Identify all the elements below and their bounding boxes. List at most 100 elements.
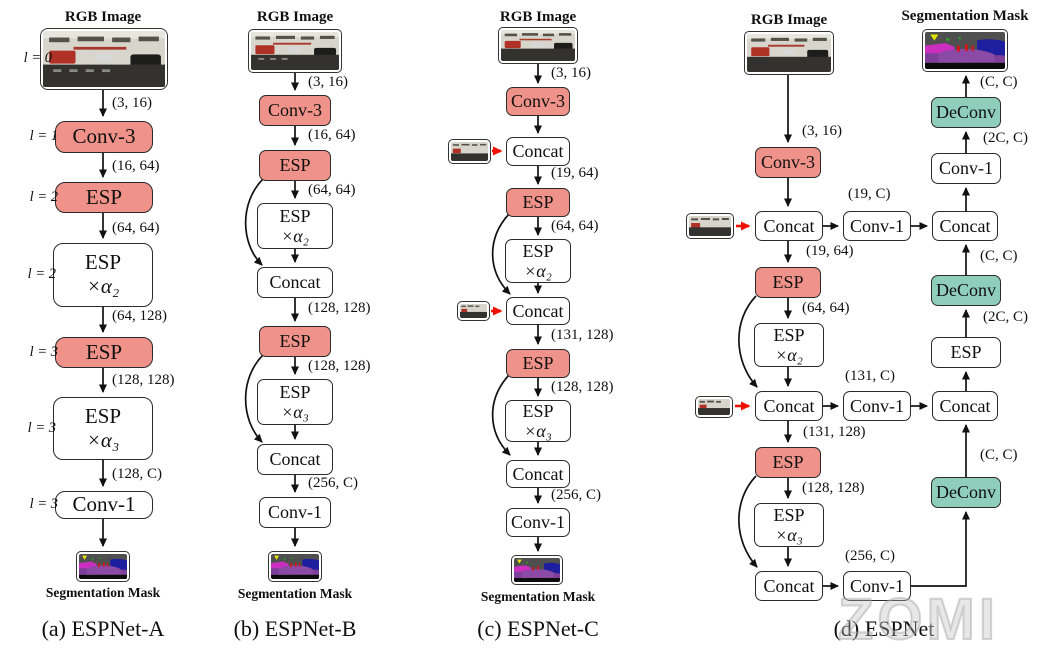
col-a-edge-1: (16, 64) [112, 158, 160, 174]
col-b-conv3-block: Conv-3 [259, 95, 331, 126]
col-d-edge-right-0: (C, C) [980, 74, 1018, 90]
col-c-downsample-image-1 [448, 139, 491, 164]
col-d-edge-left-1: (19, 64) [806, 243, 854, 259]
col-c-esp-block-2: ESP [506, 349, 570, 378]
col-a-edge-2: (64, 64) [112, 220, 160, 236]
col-a-esp-x3-block: ESP ×α₃ [53, 397, 153, 460]
rgb-street-thumbnail [460, 304, 487, 318]
col-c-header: RGB Image [499, 9, 577, 25]
alpha3-label: ×α₃ [281, 402, 309, 422]
col-a-edge-5: (128, C) [112, 466, 162, 482]
col-d-header: RGB Image [750, 12, 828, 28]
esp-label: ESP [773, 504, 805, 525]
col-d-esp-block-2: ESP [755, 447, 821, 478]
col-c-downsample-image-2 [457, 301, 490, 321]
rgb-street-thumbnail [501, 30, 575, 61]
alpha2-label: ×α₂ [775, 345, 803, 365]
col-c-edge-4: (128, 128) [551, 379, 614, 395]
col-d-deconv-block-1: DeConv [931, 97, 1001, 128]
col-b-concat-block-2: Concat [257, 444, 333, 475]
col-a-esp-x2-block: ESP ×α₂ [53, 243, 153, 307]
col-d-header-right: Segmentation Mask [901, 8, 1029, 24]
col-d-edge-mid-2: (256, C) [845, 548, 895, 564]
alpha2-label: ×α₂ [86, 274, 120, 298]
col-b-esp-x2-block: ESP ×α₂ [257, 203, 333, 249]
col-d-edge-right-4: (C, C) [980, 447, 1018, 463]
col-d-edge-left-2: (64, 64) [802, 300, 850, 316]
rgb-street-thumbnail [451, 142, 488, 161]
col-b-concat-block-1: Concat [257, 267, 333, 298]
col-d-conv1-row1-block: Conv-1 [843, 211, 911, 241]
col-c-edge-1: (19, 64) [551, 165, 599, 181]
alpha3-label: ×α₃ [524, 421, 552, 441]
col-d-deconv-block-2: DeConv [931, 275, 1001, 306]
col-a-level-2: l = 2 [29, 189, 58, 205]
col-d-deconv-block-3: DeConv [931, 477, 1001, 508]
rgb-street-thumbnail [689, 216, 731, 236]
col-d-edge-right-2: (C, C) [980, 248, 1018, 264]
rgb-street-thumbnail [251, 32, 339, 70]
col-d-concat-block-2: Concat [755, 391, 823, 421]
col-b-esp-x3-block: ESP ×α₃ [257, 379, 333, 425]
col-d-esp-x2-block: ESP ×α₂ [754, 323, 824, 367]
col-c-esp-x2-block: ESP ×α₂ [505, 239, 571, 283]
col-a-esp-block-1: ESP [55, 182, 153, 213]
esp-label: ESP [84, 250, 122, 275]
col-b-seg-mask-image [268, 551, 322, 582]
rgb-street-thumbnail [43, 31, 165, 87]
col-b-arrows [244, 73, 299, 547]
col-a-seg-mask-image [76, 551, 130, 582]
rgb-street-thumbnail [747, 34, 831, 72]
col-d-esp-x3-block: ESP ×α₃ [754, 503, 824, 547]
alpha2-label: ×α₂ [524, 261, 552, 281]
col-c-conv3-block: Conv-3 [506, 87, 570, 116]
alpha3-label: ×α₃ [775, 525, 803, 545]
esp-label: ESP [279, 205, 311, 226]
col-d-caption: (d) ESPNet [833, 616, 935, 641]
col-b-footer: Segmentation Mask [237, 586, 353, 601]
col-c-conv1-block: Conv-1 [506, 508, 570, 537]
col-a-rgb-image [40, 28, 168, 90]
watermark: ZOMI酱 [837, 586, 999, 653]
col-d-edge-right-3: (2C, C) [983, 309, 1028, 325]
col-b-header: RGB Image [256, 9, 334, 25]
col-c-edge-5: (256, C) [551, 487, 601, 503]
esp-label: ESP [279, 381, 311, 402]
col-a-footer: Segmentation Mask [45, 585, 161, 600]
col-c-concat-block-2: Concat [506, 297, 570, 325]
col-c-edge-3: (131, 128) [551, 327, 614, 343]
col-d-edge-mid-0: (19, C) [848, 186, 891, 202]
col-c-concat-block-3: Concat [506, 460, 570, 488]
col-c-esp-block-1: ESP [506, 188, 570, 217]
col-b-edge-4: (128, 128) [308, 358, 371, 374]
col-d-conv3-block: Conv-3 [755, 147, 821, 178]
col-d-edge-left-4: (128, 128) [802, 480, 865, 496]
col-b-conv1-block: Conv-1 [259, 497, 331, 528]
col-a-edge-4: (128, 128) [112, 372, 175, 388]
col-d-conv1-row2-block: Conv-1 [843, 391, 911, 421]
esp-label: ESP [773, 324, 805, 345]
col-c-edge-0: (3, 16) [551, 65, 591, 81]
col-d-edge-left-3: (131, 128) [803, 424, 866, 440]
col-b-edge-1: (16, 64) [308, 127, 356, 143]
col-d-concat-right-1-block: Concat [932, 211, 998, 241]
col-c-caption: (c) ESPNet-C [477, 616, 599, 641]
col-d-rgb-image [744, 31, 834, 75]
col-c-seg-mask-image [511, 555, 563, 585]
col-a-level-0: l = 0 [23, 50, 52, 66]
col-d-esp-block-1: ESP [755, 267, 821, 298]
col-d-esp-right-block: ESP [931, 337, 1001, 368]
col-d-seg-mask-image [922, 29, 1008, 72]
col-b-caption: (b) ESPNet-B [233, 616, 357, 641]
segmentation-thumbnail [514, 558, 560, 582]
segmentation-thumbnail [271, 554, 319, 579]
col-a-conv3-block: Conv-3 [55, 121, 153, 153]
esp-label: ESP [522, 400, 554, 421]
col-b-esp-block-2: ESP [259, 326, 331, 357]
col-b-edge-0: (3, 16) [308, 74, 348, 90]
col-a-esp-block-2: ESP [55, 337, 153, 368]
esp-label: ESP [84, 403, 122, 428]
rgb-street-thumbnail [698, 399, 730, 415]
col-a-level-4: l = 3 [29, 344, 58, 360]
